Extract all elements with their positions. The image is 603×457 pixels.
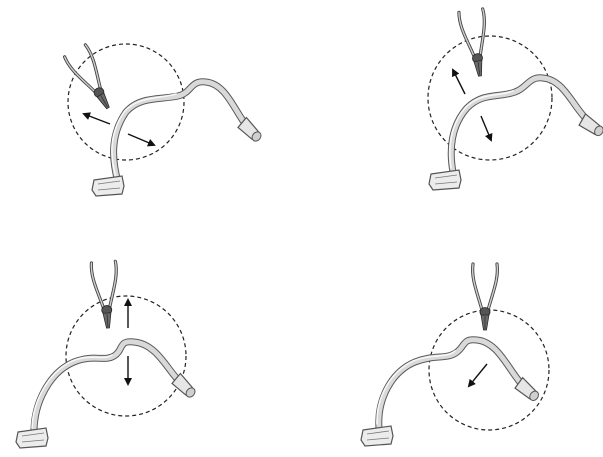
panel-4 bbox=[303, 232, 603, 457]
panel-1 bbox=[0, 0, 300, 225]
plier-icon bbox=[459, 9, 493, 78]
archwire bbox=[112, 82, 248, 182]
plier-icon bbox=[91, 261, 120, 329]
plier-icon bbox=[473, 264, 498, 330]
archwire bbox=[377, 340, 525, 428]
dashed-circle bbox=[429, 310, 549, 430]
bracket-icon bbox=[16, 428, 48, 448]
arrow-icons bbox=[469, 364, 487, 386]
dashed-circle bbox=[68, 44, 184, 160]
archwire bbox=[450, 78, 591, 172]
archwire bbox=[32, 342, 182, 432]
bracket-icon bbox=[361, 426, 393, 446]
panel-2 bbox=[303, 0, 603, 225]
panel-3 bbox=[0, 232, 300, 457]
bracket-icon bbox=[92, 176, 124, 196]
bracket-icon bbox=[429, 170, 461, 190]
